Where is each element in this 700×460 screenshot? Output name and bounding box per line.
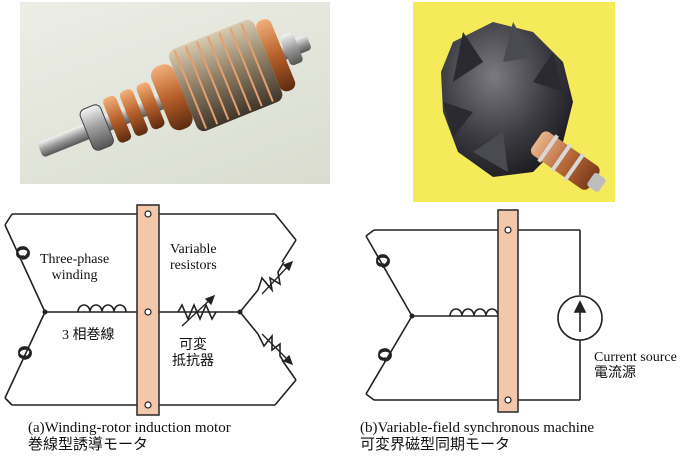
winding-en-line1: Three-phase: [40, 252, 110, 267]
winding-en-line2: winding: [51, 268, 98, 284]
wire-a-top-right: [274, 213, 297, 241]
caption-b-en: (b)Variable-field synchronous machine: [360, 420, 595, 436]
caption-a-en: (a)Winding-rotor induction motor: [28, 420, 231, 436]
variable-resistors-label: Variable resistors: [170, 242, 217, 274]
var-resistor-a-lower: [257, 333, 285, 363]
var-resistor-a-upper: [257, 261, 285, 293]
wire-a-lower-left: [4, 311, 46, 399]
winding-jp-label: 3 相巻線: [62, 328, 115, 343]
caption-b-jp: 可変界磁型同期モータ: [360, 437, 511, 454]
three-phase-winding-label: Three-phase winding: [40, 252, 109, 284]
wire-b-lower-left: [365, 315, 413, 395]
slip-ring-bar-b: [497, 209, 519, 413]
wire-a-res-lower: [239, 311, 259, 335]
winding-rotor-photo: [20, 2, 330, 184]
coil-a-lower: [18, 346, 32, 360]
caption-b: (b)Variable-field synchronous machine 可変…: [360, 420, 594, 455]
resistor-en-line1: Variable: [170, 242, 217, 257]
resistor-en-line2: resistors: [170, 258, 217, 274]
winding-rotor-illustration: [38, 19, 311, 157]
coil-a-upper: [16, 246, 30, 260]
wire-b-upper-left: [365, 235, 413, 317]
claw-pole-rotor-photo: [413, 2, 615, 202]
resistor-jp-line1: 可変: [179, 338, 207, 353]
wire-a-bottom-left-corner: [4, 397, 13, 406]
wire-a-top-left-corner: [4, 213, 13, 226]
claw-pole-rotor-illustration: [441, 22, 606, 192]
current-source-en: Current source: [594, 350, 677, 365]
coil-b-middle: [449, 308, 499, 317]
coil-b-upper: [376, 254, 390, 268]
resistor-jp-line2: 抵抗器: [172, 354, 214, 370]
resistor-jp-label: 可変 抵抗器: [172, 338, 214, 370]
current-source-symbol: [557, 295, 603, 341]
current-source-label: Current source 電流源: [594, 350, 677, 382]
wire-a-res-upper: [239, 289, 259, 313]
caption-a-jp: 巻線型誘導モータ: [28, 437, 149, 454]
coil-b-lower: [378, 348, 392, 362]
wire-a-upper-left: [4, 224, 46, 313]
coil-a-middle: [77, 304, 127, 313]
caption-a: (a)Winding-rotor induction motor 巻線型誘導モー…: [28, 420, 231, 455]
wire-a-bottom-right: [274, 379, 297, 406]
current-source-jp: 電流源: [594, 366, 636, 382]
